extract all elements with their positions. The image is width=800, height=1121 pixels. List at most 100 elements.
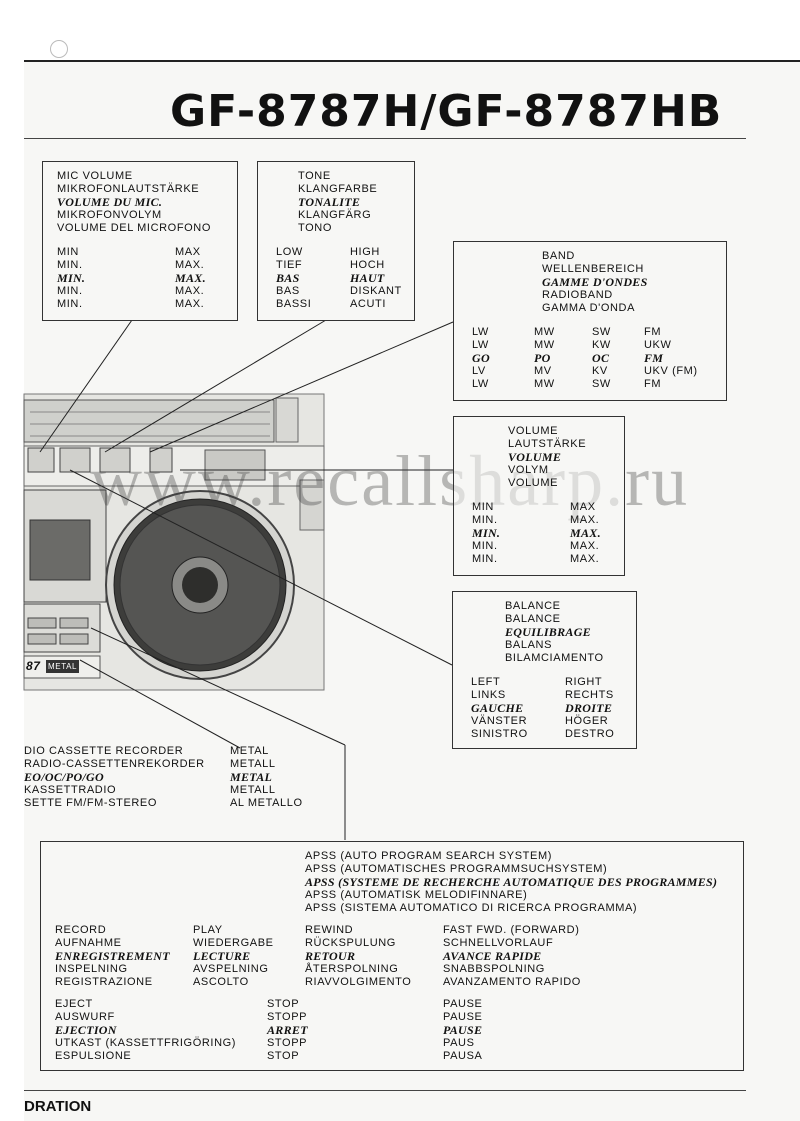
max-label: MAX. xyxy=(175,298,205,310)
boombox-drawing xyxy=(23,393,325,691)
band-value: MW xyxy=(534,326,555,338)
stop-labels: STOP STOPP ARRET STOPP STOP xyxy=(267,998,308,1063)
max-label: MAX. xyxy=(570,540,600,552)
eject-label: UTKAST (KASSETTFRIGÖRING) xyxy=(55,1037,237,1049)
pause-label: PAUSA xyxy=(443,1050,483,1062)
ffwd-label: SCHNELLVORLAUF xyxy=(443,937,554,949)
label: GAMMA D'ONDA xyxy=(542,302,636,314)
max-label: MAX. xyxy=(175,259,205,271)
band-value: UKW xyxy=(644,339,672,351)
left-label: SINISTRO xyxy=(471,728,528,740)
label: BAND xyxy=(542,250,575,262)
label: VOLUME xyxy=(508,477,559,489)
record-label: RECORD xyxy=(55,924,107,936)
label: BALANS xyxy=(505,639,553,651)
eject-label: ESPULSIONE xyxy=(55,1050,132,1062)
label: MIKROFONVOLYM xyxy=(57,209,162,221)
band-value: LV xyxy=(472,365,486,377)
band-box: BAND WELLENBEREICH GAMME D'ONDES RADIOBA… xyxy=(453,241,727,401)
model-name: DIO CASSETTE RECORDER xyxy=(24,745,184,757)
stop-label: STOP xyxy=(267,998,300,1010)
label: MIKROFONLAUTSTÄRKE xyxy=(57,183,200,195)
label: KLANGFARBE xyxy=(298,183,378,195)
play-label: LECTURE xyxy=(193,949,251,963)
record-labels: RECORD AUFNAHME ENREGISTREMENT INSPELNIN… xyxy=(55,924,170,989)
low-label: LOW xyxy=(276,246,303,258)
model-name: RADIO-CASSETTENREKORDER xyxy=(24,758,205,770)
stop-label: STOP xyxy=(267,1050,300,1062)
ffwd-label: AVANZAMENTO RAPIDO xyxy=(443,976,581,988)
left-label: LINKS xyxy=(471,689,506,701)
volume-min-column: MIN MIN. MIN. MIN. MIN. xyxy=(472,501,500,566)
low-label: BASSI xyxy=(276,298,312,310)
ffwd-label: AVANCE RAPIDE xyxy=(443,949,542,963)
mic-max-column: MAX MAX. MAX. MAX. MAX. xyxy=(175,246,206,311)
play-label: ASCOLTO xyxy=(193,976,249,988)
min-label: MIN. xyxy=(57,271,86,285)
metal-label: METAL xyxy=(230,770,273,784)
top-edge xyxy=(24,60,800,62)
volume-max-column: MAX MAX. MAX. MAX. MAX. xyxy=(570,501,601,566)
mic-min-column: MIN MIN. MIN. MIN. MIN. xyxy=(57,246,85,311)
band-col-2: MW MW PO MV MW xyxy=(534,326,555,391)
stop-label: STOPP xyxy=(267,1011,308,1023)
band-value: FM xyxy=(644,326,662,338)
stop-label: STOPP xyxy=(267,1037,308,1049)
label: TONALITE xyxy=(298,195,361,209)
tone-box: TONE KLANGFARBE TONALITE KLANGFÄRG TONO … xyxy=(257,161,415,321)
label: VOLUME xyxy=(508,450,562,464)
high-label: HAUT xyxy=(350,271,385,285)
play-label: AVSPELNING xyxy=(193,963,269,975)
play-label: WIEDERGABE xyxy=(193,937,274,949)
max-label: MAX. xyxy=(175,285,205,297)
max-label: MAX xyxy=(175,246,201,258)
label: VOLYM xyxy=(508,464,549,476)
label: LAUTSTÄRKE xyxy=(508,438,587,450)
label: GAMME D'ONDES xyxy=(542,275,648,289)
apss-label: APSS (AUTO PROGRAM SEARCH SYSTEM) xyxy=(305,850,552,862)
band-value: SW xyxy=(592,378,611,390)
model-name: KASSETTRADIO xyxy=(24,784,117,796)
band-value: MW xyxy=(534,339,555,351)
rewind-label: ÅTERSPOLNING xyxy=(305,963,399,975)
rewind-label: RIAVVOLGIMENTO xyxy=(305,976,412,988)
band-value: FM xyxy=(644,351,664,365)
max-label: MAX. xyxy=(570,553,600,565)
band-col-1: LW LW GO LV LW xyxy=(472,326,490,391)
label: BALANCE xyxy=(505,613,561,625)
controls-box: APSS (AUTO PROGRAM SEARCH SYSTEM) APSS (… xyxy=(40,841,744,1071)
ffwd-label: FAST FWD. (FORWARD) xyxy=(443,924,580,936)
label: EQUILIBRAGE xyxy=(505,625,591,639)
ffwd-label: SNABBSPOLNING xyxy=(443,963,545,975)
right-label: DESTRO xyxy=(565,728,615,740)
min-label: MIN. xyxy=(57,298,83,310)
page-title: GF-8787H/GF-8787HB xyxy=(170,86,723,137)
band-value: MV xyxy=(534,365,552,377)
eject-label: EJECT xyxy=(55,998,93,1010)
max-label: MAX. xyxy=(570,526,601,540)
low-label: BAS xyxy=(276,285,300,297)
footer-rule xyxy=(24,1090,746,1091)
label: TONE xyxy=(298,170,331,182)
apss-label: APSS (AUTOMATISK MELODIFINNARE) xyxy=(305,889,528,901)
right-label: RECHTS xyxy=(565,689,614,701)
band-value: LW xyxy=(472,326,489,338)
volume-box: VOLUME LAUTSTÄRKE VOLUME VOLYM VOLUME MI… xyxy=(453,416,625,576)
min-label: MIN. xyxy=(472,553,498,565)
band-labels: BAND WELLENBEREICH GAMME D'ONDES RADIOBA… xyxy=(542,250,648,315)
right-label: DROITE xyxy=(565,701,613,715)
label: WELLENBEREICH xyxy=(542,263,644,275)
high-label: DISKANT xyxy=(350,285,402,297)
balance-left-column: LEFT LINKS GAUCHE VÄNSTER SINISTRO xyxy=(471,676,528,741)
min-label: MIN. xyxy=(472,514,498,526)
stop-label: ARRET xyxy=(267,1023,308,1037)
apss-labels: APSS (AUTO PROGRAM SEARCH SYSTEM) APSS (… xyxy=(305,850,717,915)
band-col-4: FM UKW FM UKV (FM) FM xyxy=(644,326,698,391)
metal-label: METALL xyxy=(230,758,276,770)
high-label: HIGH xyxy=(350,246,380,258)
label: VOLUME DEL MICROFONO xyxy=(57,222,211,234)
min-label: MIN. xyxy=(57,285,83,297)
high-label: HOCH xyxy=(350,259,385,271)
band-value: OC xyxy=(592,351,610,365)
low-label: BAS xyxy=(276,271,300,285)
